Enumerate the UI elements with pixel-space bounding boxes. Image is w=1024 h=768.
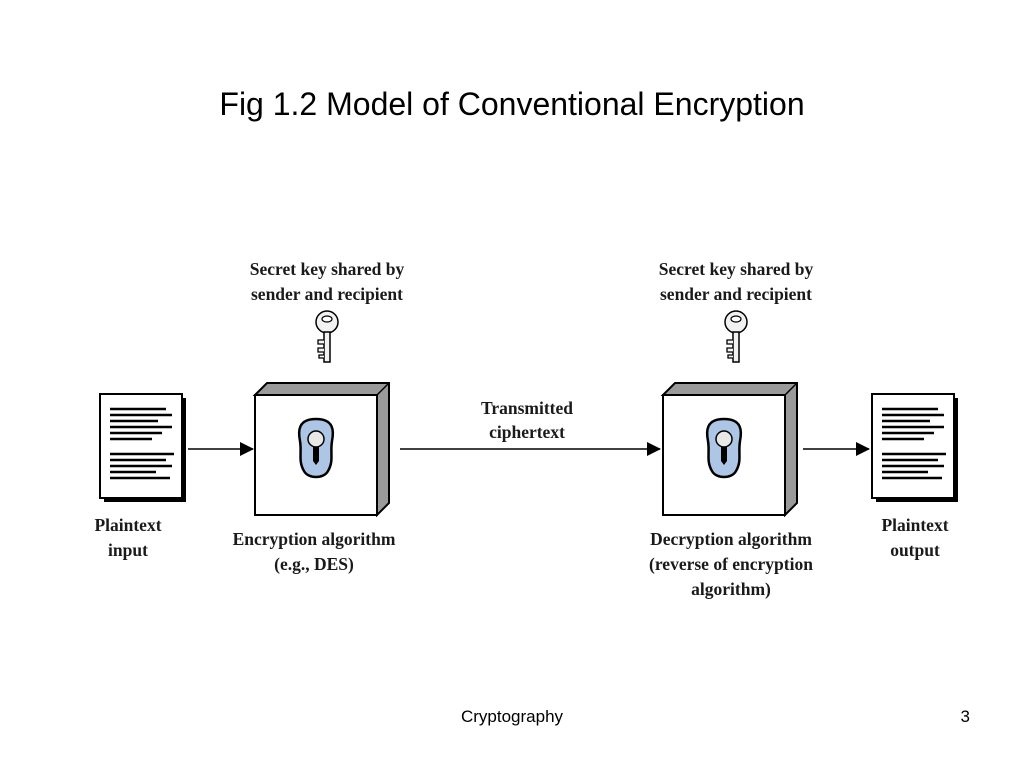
svg-text:Transmitted: Transmitted: [481, 398, 573, 418]
secret-key-right-icon: [724, 310, 748, 363]
encryption-algorithm-box: [253, 381, 391, 517]
svg-text:Plaintext: Plaintext: [881, 515, 948, 535]
svg-text:sender and recipient: sender and recipient: [251, 284, 403, 304]
secret-key-left-label: Secret key shared by sender and recipien…: [250, 259, 405, 304]
svg-text:Secret key shared by: Secret key shared by: [659, 259, 814, 279]
encryption-algorithm-label: Encryption algorithm (e.g., DES): [233, 529, 396, 574]
svg-text:sender and recipient: sender and recipient: [660, 284, 812, 304]
svg-text:Secret key shared by: Secret key shared by: [250, 259, 405, 279]
plaintext-output-label: Plaintext output: [881, 515, 948, 560]
secret-key-right-label: Secret key shared by sender and recipien…: [659, 259, 814, 304]
svg-text:output: output: [890, 540, 940, 560]
svg-text:Decryption algorithm: Decryption algorithm: [650, 529, 812, 549]
decryption-algorithm-box: [661, 381, 799, 517]
svg-text:(e.g., DES): (e.g., DES): [274, 554, 354, 574]
slide-title: Fig 1.2 Model of Conventional Encryption: [219, 86, 805, 122]
page-number: 3: [960, 707, 970, 726]
plaintext-input-document-icon: [98, 392, 188, 504]
decryption-algorithm-label: Decryption algorithm (reverse of encrypt…: [649, 529, 813, 599]
footer-title: Cryptography: [460, 707, 564, 726]
svg-text:algorithm): algorithm): [691, 579, 771, 599]
svg-text:(reverse of encryption: (reverse of encryption: [649, 554, 813, 574]
transmitted-ciphertext-label: Transmitted ciphertext: [481, 398, 573, 442]
svg-text:Encryption algorithm: Encryption algorithm: [233, 529, 396, 549]
svg-text:ciphertext: ciphertext: [489, 422, 565, 442]
plaintext-input-label: Plaintext input: [94, 515, 161, 560]
secret-key-left-icon: [315, 310, 339, 363]
svg-text:Plaintext: Plaintext: [94, 515, 161, 535]
svg-text:input: input: [108, 540, 148, 560]
plaintext-output-document-icon: [870, 392, 960, 504]
